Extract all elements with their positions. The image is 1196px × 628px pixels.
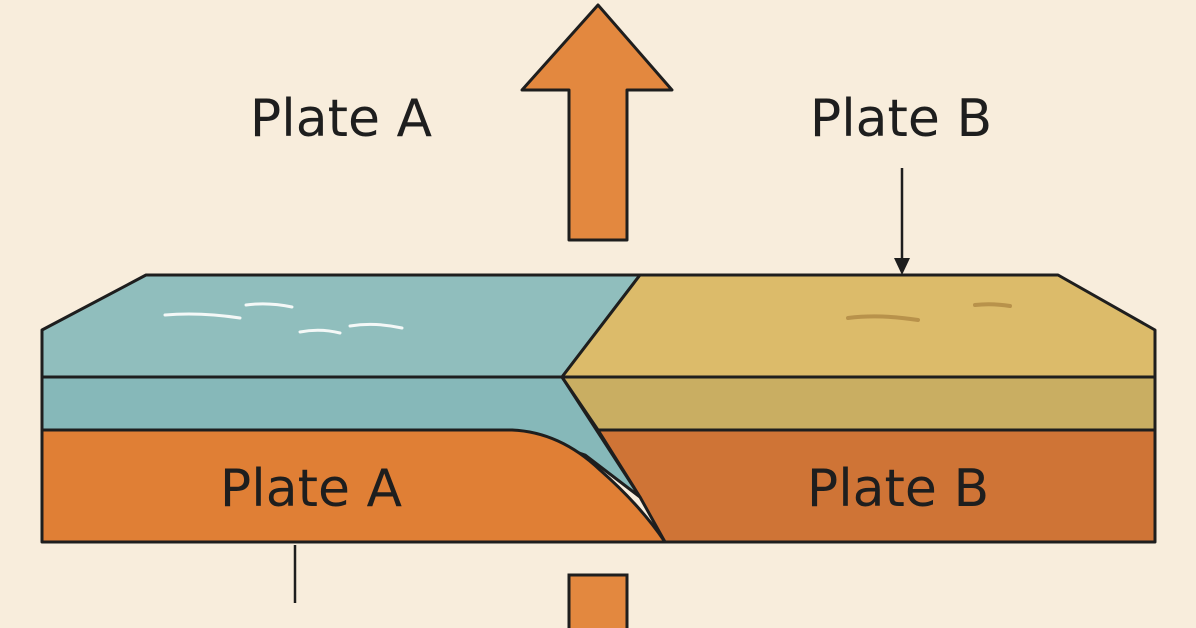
water-ripples bbox=[163, 302, 404, 335]
lower-left-label: Plate A bbox=[220, 459, 403, 519]
land-surface bbox=[560, 273, 1157, 379]
plate-b-block bbox=[596, 428, 1157, 544]
land-crust-layer bbox=[560, 375, 1157, 432]
plate-b-pointer-icon bbox=[894, 168, 910, 275]
top-left-label: Plate A bbox=[250, 89, 433, 149]
lower-right-label: Plate B bbox=[807, 459, 989, 519]
bottom-arrow-icon bbox=[567, 573, 629, 628]
plate-a-block bbox=[40, 428, 667, 544]
upward-arrow-icon bbox=[520, 3, 674, 242]
land-texture bbox=[846, 302, 1012, 322]
top-right-label: Plate B bbox=[810, 89, 992, 149]
ocean-surface bbox=[40, 273, 642, 379]
